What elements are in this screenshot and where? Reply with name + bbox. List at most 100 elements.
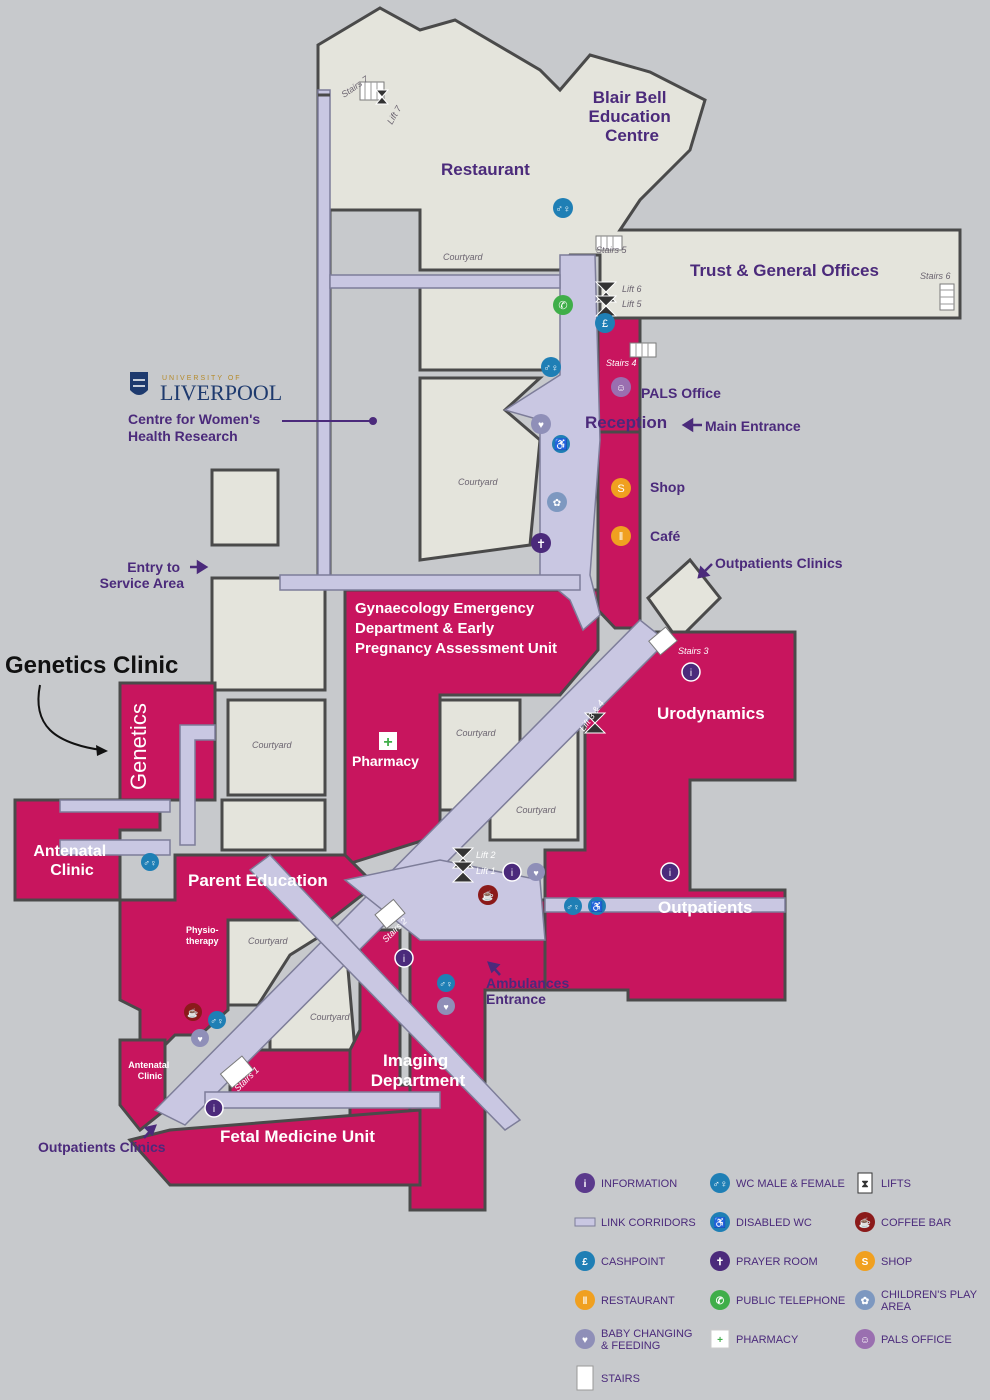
information-icon: i: [502, 862, 522, 882]
legend-label: INFORMATION: [601, 1178, 677, 1190]
research-centre-label: Centre for Women's Health Research: [128, 411, 264, 444]
legend-item: ☺PALS OFFICE: [855, 1329, 952, 1349]
legend-label: LINK CORRIDORS: [601, 1217, 696, 1229]
stairs-5-label: Stairs 5: [596, 245, 628, 255]
svg-text:☕: ☕: [482, 889, 494, 902]
cashpoint-icon-glyph: £: [582, 1257, 588, 1268]
map-icons: ♂♀ ✆ £ ♂♀ ☺ ♥ ♿ ✿ ✝ S ‖ i + i ♥ ☕ i ♂♀ ♿…: [141, 198, 701, 1118]
direction-arrows: [143, 417, 713, 1139]
information-icon: [575, 1173, 595, 1193]
wc-icon: ♂♀: [141, 853, 159, 871]
genetics-label: Genetics: [126, 703, 151, 790]
baby-changing-icon: [575, 1329, 595, 1349]
svg-text:♂♀: ♂♀: [556, 204, 571, 215]
pharmacy-icon: +: [379, 732, 397, 751]
courtyard-label: Courtyard: [252, 740, 293, 750]
pals-office-icon-glyph: ☺: [860, 1335, 870, 1346]
shop-icon: [855, 1251, 875, 1271]
restaurant-icon: ‖: [611, 526, 631, 546]
lift-2-label: Lift 2: [476, 850, 496, 860]
pharmacy-label: Pharmacy: [352, 753, 419, 769]
entry-service-label: Entry to Service Area: [100, 559, 185, 591]
stairs-6-label: Stairs 6: [920, 271, 951, 281]
building-blocks: [210, 6, 962, 1052]
svg-text:♿: ♿: [554, 438, 568, 451]
svg-text:☕: ☕: [187, 1007, 198, 1018]
information-icon: i: [660, 862, 680, 882]
svg-text:♂♀: ♂♀: [544, 363, 559, 374]
coffee-bar-icon-glyph: ☕: [859, 1216, 871, 1229]
svg-text:♂♀: ♂♀: [210, 1016, 224, 1026]
shop-label: Shop: [650, 479, 685, 495]
svg-text:♥: ♥: [443, 1002, 448, 1012]
legend-item: £CASHPOINT: [575, 1251, 665, 1271]
legend-label: COFFEE BAR: [881, 1217, 951, 1229]
wc-icon: ♂♀: [553, 198, 573, 218]
svg-text:✝: ✝: [536, 537, 546, 551]
courtyard-label: Courtyard: [248, 936, 289, 946]
play-area-icon: ✿: [547, 492, 567, 512]
public-telephone-icon: [710, 1290, 730, 1310]
legend-item: STAIRS: [576, 1365, 640, 1391]
genetics-clinic-annotation: Genetics Clinic: [5, 652, 178, 679]
blair-bell-label: Blair Bell Education Centre: [589, 88, 676, 145]
legend-item: ⧗LIFTS: [857, 1172, 911, 1194]
baby-changing-icon: ♥: [531, 414, 551, 434]
restaurant-icon-glyph: ‖: [583, 1296, 588, 1307]
coffee-bar-icon: [855, 1212, 875, 1232]
outpatients-clinics-bottom-label: Outpatients Clinics: [38, 1139, 166, 1155]
legend-label: RESTAURANT: [601, 1295, 675, 1307]
lift-5-label: Lift 5: [622, 299, 643, 309]
coffee-bar-icon: ☕: [184, 1003, 202, 1021]
svg-text:i: i: [511, 868, 513, 879]
legend-item: ✝PRAYER ROOM: [710, 1251, 818, 1271]
legend-label: WC MALE & FEMALE: [736, 1178, 845, 1190]
svg-text:i: i: [213, 1104, 215, 1115]
legend-item: ☕ COFFEE BAR: [855, 1212, 951, 1232]
legend-label: BABY CHANGING& FEEDING: [601, 1328, 693, 1352]
university-line2: LIVERPOOL: [160, 380, 282, 405]
main-entrance-label: Main Entrance: [705, 418, 801, 434]
wc-icon-glyph: ♂♀: [713, 1179, 728, 1190]
public-telephone-icon: ✆: [553, 295, 573, 315]
legend-item: +PHARMACY: [710, 1329, 799, 1349]
legend-label: SHOP: [881, 1256, 912, 1268]
legend-label: PRAYER ROOM: [736, 1256, 818, 1268]
information-icon: i: [394, 948, 414, 968]
baby-changing-icon: ♥: [527, 863, 545, 881]
baby-changing-icon: ♥: [437, 997, 455, 1015]
legend-label: DISABLED WC: [736, 1217, 812, 1229]
wc-icon: ♂♀: [208, 1011, 226, 1029]
svg-text:S: S: [617, 483, 624, 495]
cashpoint-icon: £: [595, 313, 615, 333]
outpatients-clinics-top-label: Outpatients Clinics: [715, 555, 843, 571]
disabled-wc-icon-glyph: ♿: [714, 1216, 726, 1229]
svg-text:♂♀: ♂♀: [439, 979, 453, 989]
restaurant-label: Restaurant: [441, 160, 530, 179]
courtyard-label: Courtyard: [456, 728, 497, 738]
svg-text:+: +: [383, 734, 392, 751]
baby-changing-icon-glyph: ♥: [582, 1335, 588, 1346]
reception-label: Reception: [585, 413, 667, 432]
courtyard-label: Courtyard: [443, 252, 484, 262]
disabled-wc-icon: ♿: [552, 435, 570, 453]
information-icon: i: [204, 1098, 224, 1118]
svg-text:‖: ‖: [619, 531, 624, 543]
legend-item: LINK CORRIDORS: [574, 1217, 696, 1229]
antenatal-clinic-label: Antenatal Clinic: [33, 843, 110, 879]
link-corridor-icon: [574, 1217, 596, 1227]
information-icon: i: [681, 662, 701, 682]
gynae-label: Gynaecology Emergency Department & Early…: [355, 600, 557, 657]
courtyard-label: Courtyard: [516, 805, 557, 815]
courtyard-label: Courtyard: [458, 477, 499, 487]
trust-offices-label: Trust & General Offices: [690, 261, 879, 280]
svg-text:♂♀: ♂♀: [143, 858, 157, 868]
stairs-4-label: Stairs 4: [606, 358, 637, 368]
disabled-wc-icon: [710, 1212, 730, 1232]
cafe-label: Café: [650, 528, 681, 544]
lift-6-label: Lift 6: [622, 284, 642, 294]
wc-icon: ♂♀: [564, 897, 582, 915]
